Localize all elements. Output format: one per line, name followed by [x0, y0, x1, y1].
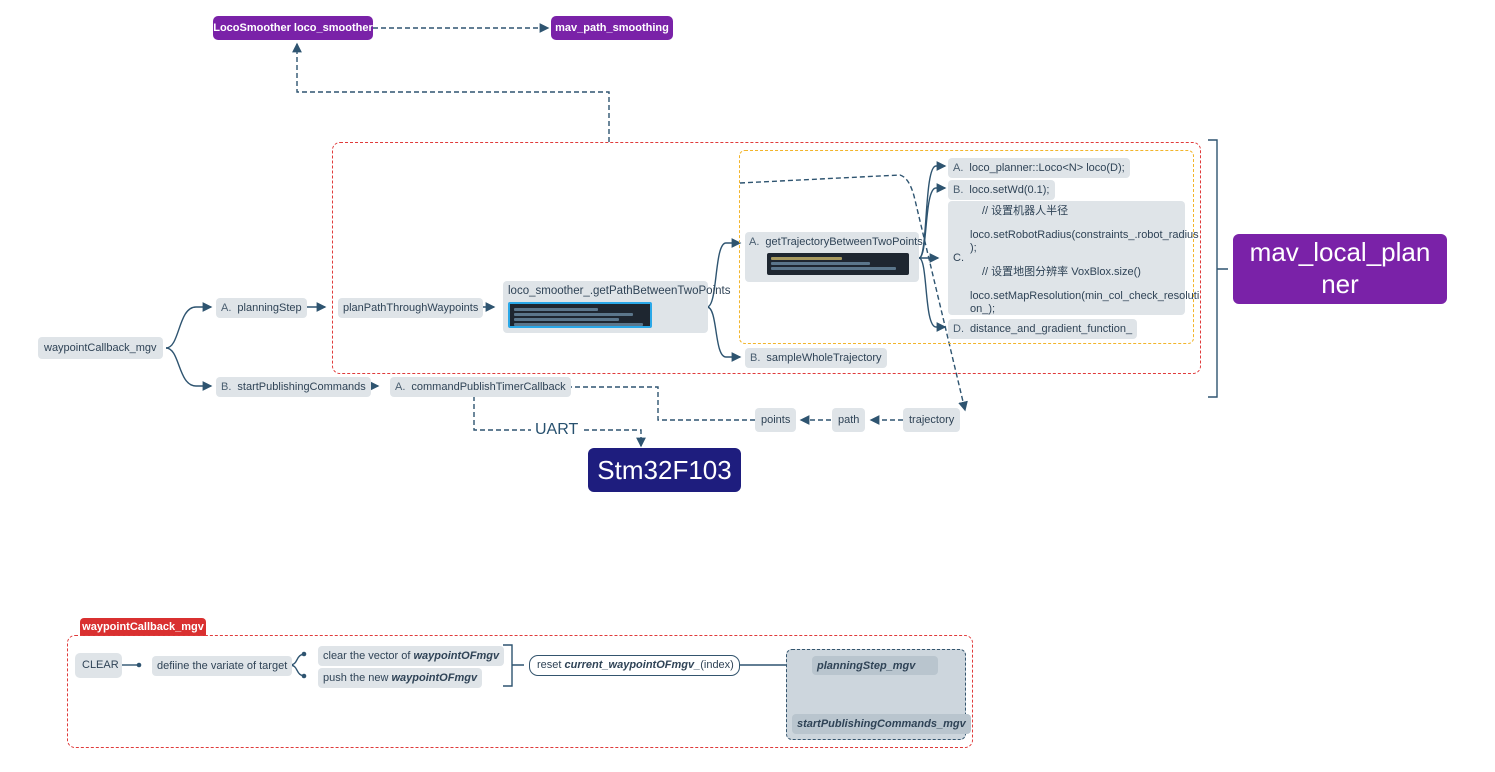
trajectory-yellow-boundary [739, 150, 1194, 344]
uart-label: UART [531, 421, 583, 439]
planning-step-mgv-node[interactable]: planningStep_mgv [812, 656, 938, 675]
loco-item-d-letter: D. [953, 323, 964, 335]
trajectory-node[interactable]: trajectory [903, 408, 961, 432]
top-link-box-to-smoother [292, 42, 610, 142]
points-node[interactable]: points [755, 408, 797, 432]
reset-prefix: reset [537, 659, 565, 671]
get-trajectory-code-image [767, 253, 909, 275]
reset-index-node[interactable]: reset current_waypointOFmgv_(index) [529, 655, 740, 676]
start-publishing-letter: B. [221, 381, 232, 393]
planning-step-mgv-label: planningStep_mgv [817, 660, 916, 672]
clear-node[interactable]: CLEAR [75, 653, 122, 678]
loco-c-line-1: // 设置机器人半径 [982, 205, 1069, 217]
planner-bracket [1208, 139, 1228, 398]
branch-getpath-b [706, 306, 742, 362]
command-publish-letter: A. [395, 381, 406, 393]
mav-local-planner-line-2: ner [1321, 269, 1359, 299]
reset-bold: current_waypointOFmgv_ [564, 659, 701, 671]
planning-step-letter: A. [221, 302, 232, 314]
command-publish-label: commandPublishTimerCallback [411, 381, 566, 393]
loco-item-a-label: loco_planner::Loco<N> loco(D); [969, 162, 1125, 174]
loco-c-line-4: // 设置地图分辨率 VoxBlox.size() [982, 266, 1141, 278]
loco-c-line-3: ); [970, 242, 977, 254]
stm32-node[interactable]: Stm32F103 [588, 448, 741, 492]
planning-step-node[interactable]: A. planningStep [216, 298, 307, 318]
get-trajectory-letter: A. [749, 236, 760, 248]
clear-vector-bold: waypointOFmgv [413, 650, 500, 662]
get-path-node[interactable]: loco_smoother_.getPathBetweenTwoPoints [503, 281, 731, 333]
bottom-bracket [503, 644, 524, 687]
link-points-cpt [559, 382, 755, 421]
define-variate-node[interactable]: defiine the variate of target [152, 656, 293, 676]
reset-suffix: (index) [700, 659, 734, 671]
get-path-code-image [508, 302, 652, 328]
bottom-red-boundary [67, 635, 973, 748]
link-yellow-to-trajectory [739, 174, 968, 412]
root-waypoint-callback[interactable]: waypointCallback_mgv [38, 337, 163, 359]
start-publishing-node[interactable]: B. startPublishingCommands [216, 377, 371, 397]
link-cpt-stm [473, 396, 646, 448]
planner-red-boundary [332, 142, 1201, 374]
mav-local-planner-line-1: mav_local_plan [1249, 237, 1431, 267]
sample-trajectory-label: sampleWholeTrajectory [766, 352, 882, 364]
mav-local-planner-node[interactable]: mav_local_plan ner [1233, 234, 1447, 304]
plan-path-node[interactable]: planPathThroughWaypoints [338, 298, 484, 318]
loco-item-a-letter: A. [953, 162, 964, 174]
loco-item-d-label: distance_and_gradient_function_ [970, 323, 1133, 335]
sample-trajectory-node[interactable]: B. sampleWholeTrajectory [745, 348, 887, 368]
push-new-bold: waypointOFmgv [391, 672, 478, 684]
loco-c-line-6: on_); [970, 303, 996, 315]
start-publishing-label: startPublishingCommands [237, 381, 366, 393]
loco-c-line-5: loco.setMapResolution(min_col_check_reso… [970, 290, 1200, 302]
branch-gtb-b [918, 183, 947, 259]
bottom-tag: waypointCallback_mgv [80, 618, 206, 636]
loco-item-b-letter: B. [953, 184, 964, 196]
branch-root-b [165, 347, 213, 391]
loco-item-a[interactable]: A. loco_planner::Loco<N> loco(D); [948, 158, 1130, 178]
loco-item-d[interactable]: D. distance_and_gradient_function_ [948, 319, 1138, 339]
start-publishing-mgv-node[interactable]: startPublishingCommands_mgv [792, 714, 971, 734]
sample-trajectory-letter: B. [750, 352, 761, 364]
branch-getpath-a [706, 238, 742, 308]
get-trajectory-node[interactable]: A. getTrajectoryBetweenTwoPoints [745, 232, 923, 282]
get-path-label: loco_smoother_.getPathBetweenTwoPoints [508, 285, 731, 297]
get-trajectory-label: getTrajectoryBetweenTwoPoints [765, 236, 923, 248]
push-new-node[interactable]: push the new waypointOFmgv [318, 668, 483, 688]
branch-root-a [165, 302, 213, 349]
mav-path-smoothing-node[interactable]: mav_path_smoothing [551, 16, 673, 40]
loco-item-b-label: loco.setWd(0.1); [969, 184, 1050, 196]
push-new-prefix: push the new [323, 672, 392, 684]
loco-c-line-2: loco.setRobotRadius(constraints_.robot_r… [970, 229, 1199, 241]
loco-item-b[interactable]: B. loco.setWd(0.1); [948, 180, 1055, 200]
loco-item-c[interactable]: C. // 设置机器人半径 loco.setRobotRadius(constr… [948, 201, 1199, 315]
start-publishing-mgv-label: startPublishingCommands_mgv [797, 718, 966, 730]
path-node[interactable]: path [832, 408, 866, 432]
clear-vector-prefix: clear the vector of [323, 650, 414, 662]
branch-gtb-d [918, 257, 947, 332]
planning-step-label: planningStep [237, 302, 302, 314]
loco-smoother-node[interactable]: LocoSmoother loco_smoother [213, 16, 373, 40]
command-publish-node[interactable]: A. commandPublishTimerCallback [390, 377, 571, 397]
clear-vector-node[interactable]: clear the vector of waypointOFmgv [318, 646, 505, 666]
loco-item-c-letter: C. [953, 252, 964, 264]
